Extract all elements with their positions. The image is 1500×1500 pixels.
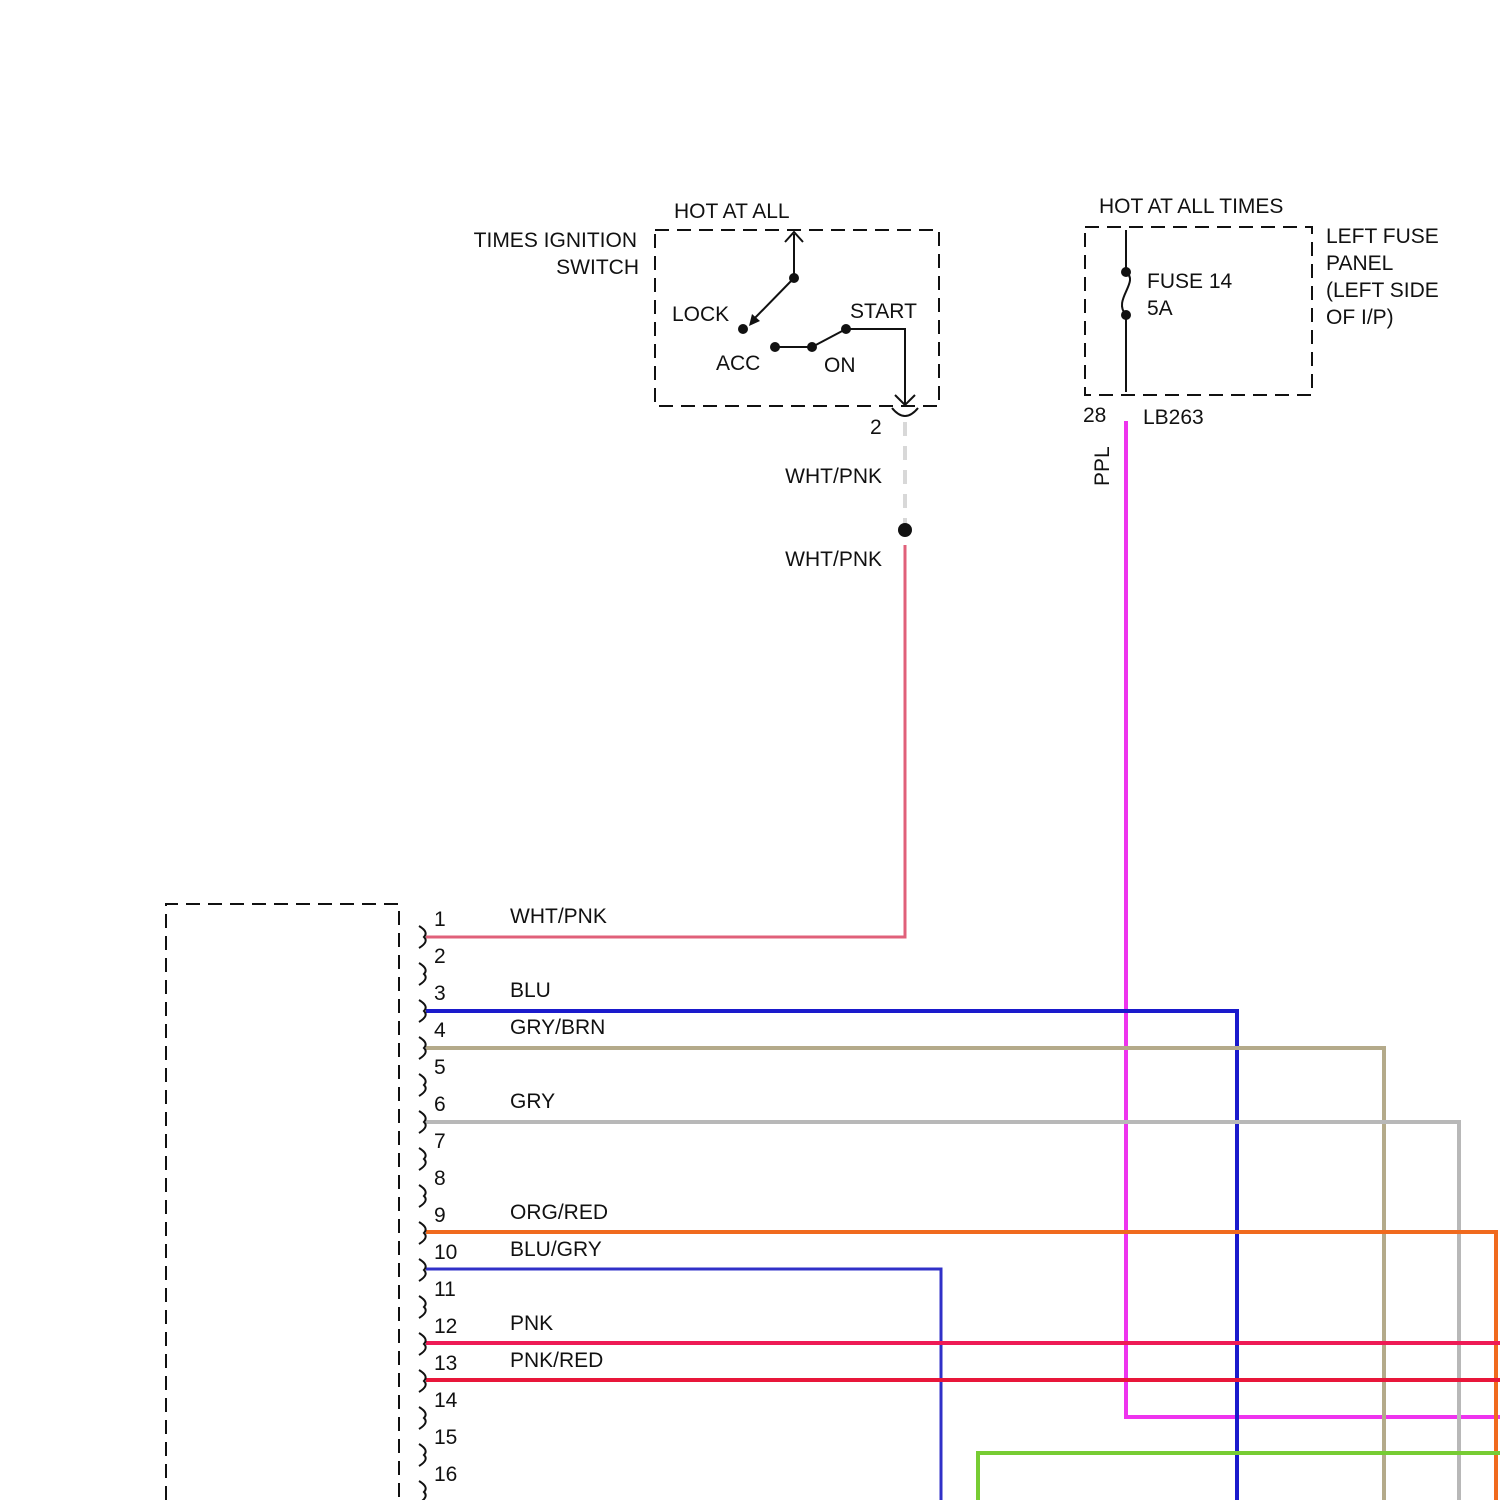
wht-pnk-feed: WHT/PNK WHT/PNK xyxy=(785,422,912,571)
pin-13-number: 13 xyxy=(434,1352,457,1375)
pin-3-terminal-icon xyxy=(419,1000,426,1022)
wire-label-pin-1: WHT/PNK xyxy=(510,905,607,928)
fuse-terminal-bottom xyxy=(1121,310,1131,320)
pin-4-terminal-icon xyxy=(419,1037,426,1059)
fuse-panel-label-line3: (LEFT SIDE xyxy=(1326,279,1439,302)
switch-arm xyxy=(752,278,794,321)
splice-dot xyxy=(898,523,912,537)
fuse-rating: 5A xyxy=(1147,297,1173,320)
wire-label-pin-12: PNK xyxy=(510,1312,553,1335)
fuse-panel-label-line1: LEFT FUSE xyxy=(1326,225,1439,248)
switch-pivot-dot xyxy=(789,273,799,283)
component-box xyxy=(166,904,399,1500)
pin-12-terminal-icon xyxy=(419,1333,426,1355)
wire-label-pin-10: BLU/GRY xyxy=(510,1238,602,1261)
lock-label: LOCK xyxy=(672,303,729,326)
fuse-element-icon xyxy=(1122,272,1130,315)
fuse-pin-number: 28 xyxy=(1083,404,1106,427)
ignition-switch-label-line1: TIMES IGNITION xyxy=(474,229,637,252)
pin-6-number: 6 xyxy=(434,1093,446,1116)
start-label: START xyxy=(850,300,917,323)
pin-12-number: 12 xyxy=(434,1315,457,1338)
pin-8-number: 8 xyxy=(434,1167,446,1190)
pin-5-terminal-icon xyxy=(419,1074,426,1096)
wht-pnk-upper-label: WHT/PNK xyxy=(785,465,882,488)
fuse-name: FUSE 14 xyxy=(1147,270,1233,293)
pin-2-number: 2 xyxy=(434,945,446,968)
pin-7-number: 7 xyxy=(434,1130,446,1153)
pin-15-number: 15 xyxy=(434,1426,457,1449)
wire-blu-gry xyxy=(426,1269,941,1500)
ignition-pin-number: 2 xyxy=(870,416,882,439)
pin-5-number: 5 xyxy=(434,1056,446,1079)
fuse-panel-label-line4: OF I/P) xyxy=(1326,306,1394,329)
pin-10-terminal-icon xyxy=(419,1259,426,1281)
fuse-terminal-top xyxy=(1121,267,1131,277)
pin-10-number: 10 xyxy=(434,1241,457,1264)
pin-2-terminal-icon xyxy=(419,963,426,985)
pin-1-number: 1 xyxy=(434,908,446,931)
pin-1-terminal-icon xyxy=(419,926,426,948)
wire-label-pin-3: BLU xyxy=(510,979,551,1002)
ignition-switch-title: HOT AT ALL xyxy=(674,200,790,223)
pin-16-number: 16 xyxy=(434,1463,457,1486)
pin-14-number: 14 xyxy=(434,1389,458,1412)
pin-6-terminal-icon xyxy=(419,1111,426,1133)
pin-15-terminal-icon xyxy=(419,1444,426,1466)
lock-contact-dot xyxy=(738,324,748,334)
ignition-switch-label-line2: SWITCH xyxy=(556,256,639,279)
wire-ppl xyxy=(1126,421,1500,1417)
pin-16-terminal-icon xyxy=(419,1481,426,1500)
on-label: ON xyxy=(824,354,856,377)
wire-label-pin-4: GRY/BRN xyxy=(510,1016,605,1039)
pin-13-terminal-icon xyxy=(419,1370,426,1392)
on-start-link xyxy=(812,329,846,347)
wire-label-pin-9: ORG/RED xyxy=(510,1201,608,1224)
wire-labels: WHT/PNK BLU GRY/BRN GRY ORG/RED BLU/GRY PNK PNK… xyxy=(510,905,608,1372)
pin-9-terminal-icon xyxy=(419,1222,426,1244)
pin-3-number: 3 xyxy=(434,982,446,1005)
fuse-panel-label-line2: PANEL xyxy=(1326,252,1393,275)
pin-14-terminal-icon xyxy=(419,1407,426,1429)
wires xyxy=(426,421,1500,1500)
pin-9-number: 9 xyxy=(434,1204,446,1227)
wire-gry-brn xyxy=(426,1048,1384,1500)
pin-7-terminal-icon xyxy=(419,1148,426,1170)
wire-label-pin-13: PNK/RED xyxy=(510,1349,603,1372)
pin-8-terminal-icon xyxy=(419,1185,426,1207)
pin-11-number: 11 xyxy=(434,1278,456,1301)
fuse-panel: HOT AT ALL TIMES LEFT FUSE PANEL (LEFT S… xyxy=(1083,195,1439,486)
fuse-circuit-id: LB263 xyxy=(1143,406,1204,429)
pin-4-number: 4 xyxy=(434,1019,446,1042)
wht-pnk-lower-label: WHT/PNK xyxy=(785,548,882,571)
wire-label-pin-6: GRY xyxy=(510,1090,555,1113)
ignition-switch: HOT AT ALL TIMES IGNITION SWITCH LOCK AC… xyxy=(474,200,939,439)
wire-wht-pnk xyxy=(426,545,905,937)
fuse-panel-title: HOT AT ALL TIMES xyxy=(1099,195,1283,218)
fuse-panel-box xyxy=(1085,227,1312,395)
acc-label: ACC xyxy=(716,352,760,375)
ppl-wire-label: PPL xyxy=(1091,446,1114,486)
pin-2-connector-symbol xyxy=(892,408,918,416)
pin-11-terminal-icon xyxy=(419,1296,426,1318)
